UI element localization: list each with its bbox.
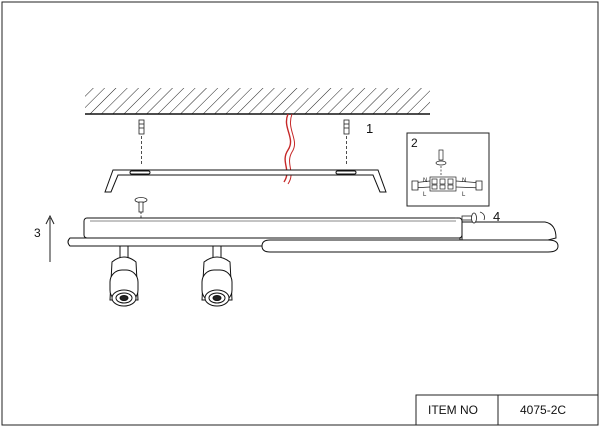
spotlight-left [109, 245, 139, 307]
step-1-label: 1 [366, 121, 373, 136]
wire-right-l: L [462, 192, 466, 198]
step-4-label: 4 [493, 209, 500, 224]
detail-screw-icon [435, 149, 447, 175]
cover-panel [261, 221, 559, 253]
lift-arrow-icon [45, 214, 55, 262]
wire-left-n: N [423, 178, 427, 184]
side-screw-icon [455, 211, 485, 224]
terminal-block-icon [429, 176, 457, 192]
ceiling-anchor-right [343, 119, 350, 166]
detail-wires [411, 180, 483, 191]
wire-right-n: N [462, 178, 466, 184]
ceiling [85, 88, 430, 115]
spotlight-right [201, 245, 233, 307]
title-block: ITEM NO 4075-2C [415, 394, 599, 426]
item-no-value: 4075-2C [520, 403, 566, 417]
ceiling-anchor-left [138, 119, 145, 166]
step-2-label: 2 [411, 136, 418, 150]
wire-left-l: L [423, 192, 427, 198]
step-3-label: 3 [34, 226, 41, 240]
mounting-bracket [104, 169, 387, 193]
fixing-screw-icon [134, 197, 148, 222]
wiring-detail-box: 2 N L N L [406, 132, 490, 207]
item-no-label: ITEM NO [428, 403, 478, 417]
